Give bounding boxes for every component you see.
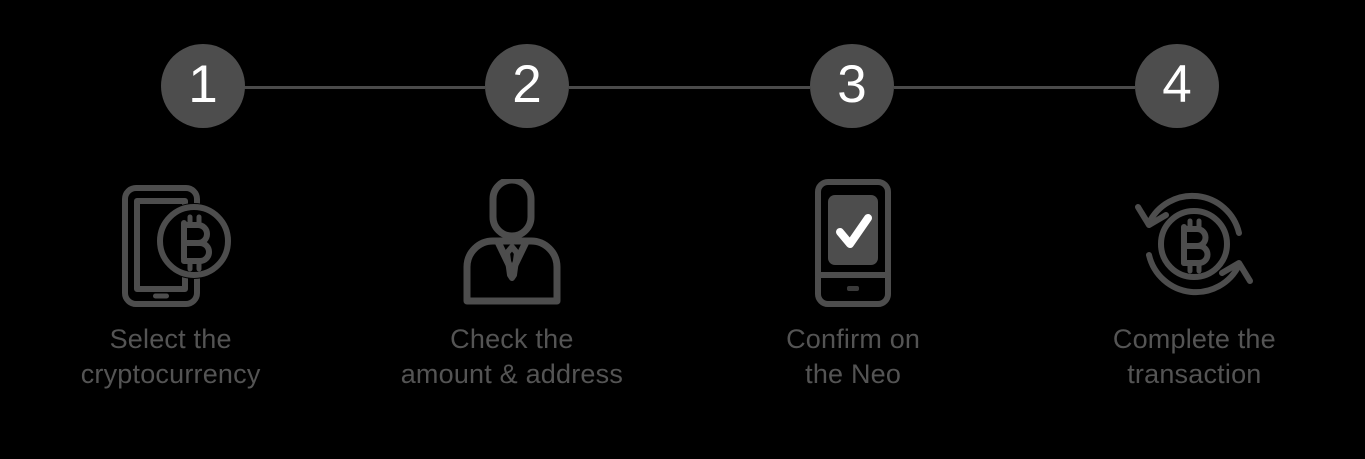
step-number-1: 1 xyxy=(188,54,218,114)
step-column-1: Select the cryptocurrency xyxy=(0,175,341,425)
person-user-icon xyxy=(447,175,577,310)
step-column-3: Confirm on the Neo xyxy=(683,175,1024,425)
step-number-4: 4 xyxy=(1162,54,1192,114)
step-circle-3[interactable]: 3 xyxy=(810,44,894,128)
step-rail: 1 2 3 4 xyxy=(0,44,1365,130)
connector-line-3-4 xyxy=(894,86,1135,89)
device-checkmark-icon xyxy=(788,175,918,310)
step-column-4: Complete the transaction xyxy=(1024,175,1365,425)
connector-line-2-3 xyxy=(569,86,810,89)
step-columns: Select the cryptocurrency Check the amou… xyxy=(0,175,1365,425)
step-caption-1: Select the cryptocurrency xyxy=(80,324,261,389)
step-circle-4[interactable]: 4 xyxy=(1135,44,1219,128)
step-number-2: 2 xyxy=(512,54,542,114)
step-circle-2[interactable]: 2 xyxy=(485,44,569,128)
step-column-2: Check the amount & address xyxy=(341,175,682,425)
connector-line-1-2 xyxy=(243,86,485,89)
step-caption-2: Check the amount & address xyxy=(400,324,624,389)
step-number-3: 3 xyxy=(837,54,867,114)
bitcoin-exchange-arrows-icon xyxy=(1129,175,1259,310)
step-circle-1[interactable]: 1 xyxy=(161,44,245,128)
step-caption-4: Complete the transaction xyxy=(1112,324,1276,389)
smartphone-bitcoin-icon xyxy=(106,175,236,310)
step-caption-3: Confirm on the Neo xyxy=(786,324,921,389)
